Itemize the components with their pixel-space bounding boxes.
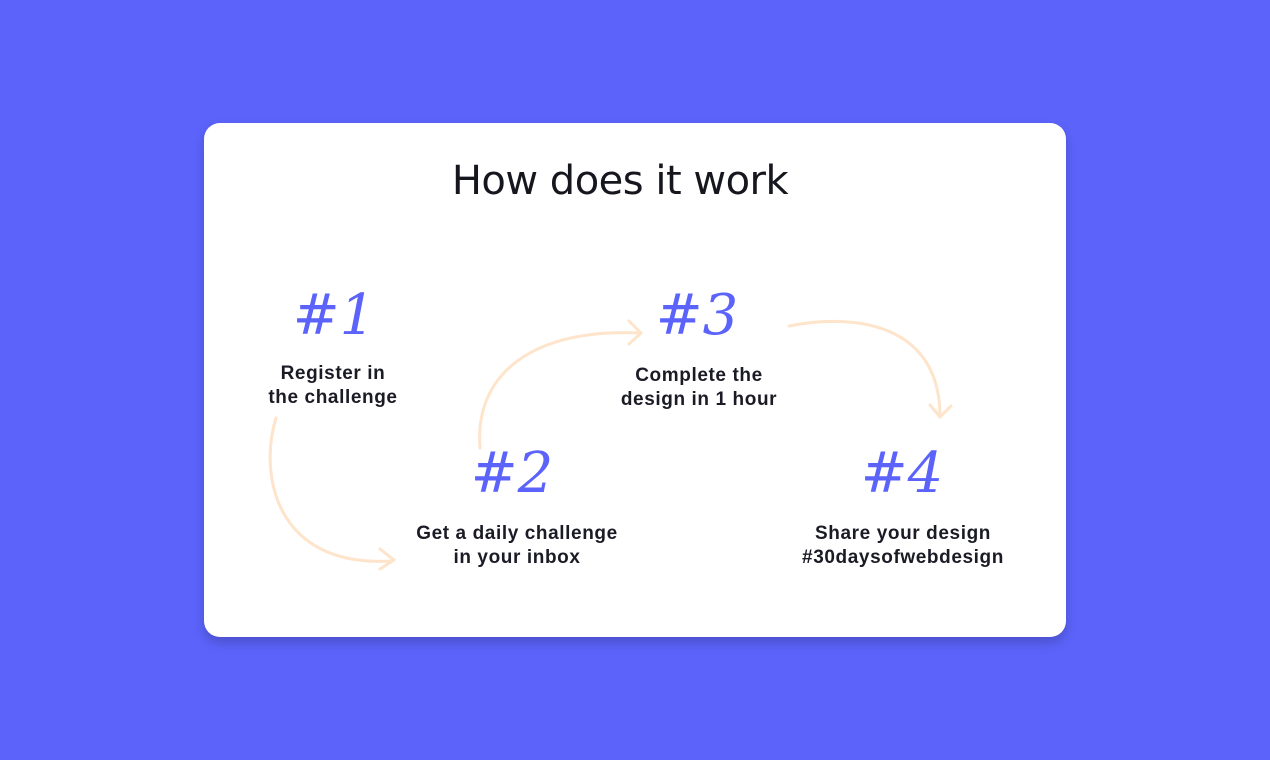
- how-it-works-card: How does it work #1 Register in the chal…: [204, 123, 1066, 637]
- step-4-line-1: Share your design: [815, 523, 991, 544]
- step-3-number: #3: [655, 283, 739, 348]
- step-3-description: Complete the design in 1 hour: [587, 364, 811, 412]
- step-2-line-1: Get a daily challenge: [416, 523, 618, 544]
- step-2-description: Get a daily challenge in your inbox: [382, 522, 652, 570]
- step-1-number: #1: [292, 283, 376, 348]
- arrow-step1-to-step2: [268, 416, 396, 571]
- flow-arrows: [268, 319, 953, 571]
- step-1-line-2: the challenge: [268, 387, 398, 408]
- step-1-line-1: Register in: [280, 363, 386, 384]
- step-3-line-2: design in 1 hour: [620, 389, 778, 410]
- step-2-number: #2: [470, 441, 554, 506]
- page-title: How does it work: [451, 158, 789, 204]
- arrow-step3-to-step4: [787, 319, 953, 419]
- arrow-step2-to-step3: [478, 319, 643, 450]
- step-4-number: #4: [860, 441, 944, 506]
- step-4-line-2: #30daysofwebdesign: [802, 547, 1004, 568]
- step-2-line-2: in your inbox: [453, 547, 581, 568]
- step-4-description: Share your design #30daysofwebdesign: [783, 522, 1023, 570]
- step-1-description: Register in the challenge: [233, 362, 433, 410]
- step-3-line-1: Complete the: [635, 365, 763, 386]
